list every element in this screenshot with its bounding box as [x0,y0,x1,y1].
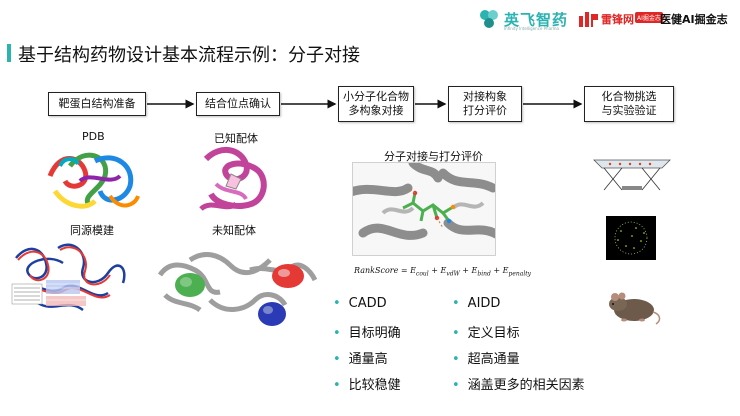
pdb-label: PDB [82,130,105,143]
bullet-text: 通量高 [348,352,388,367]
pdb-protein-image [47,152,140,209]
brand-name: 英飞智药 [504,11,569,29]
bullet-text: CADD [348,296,387,311]
flow-step-label: 化合物挑选 与实验验证 [601,90,657,117]
bullet-right-3: • 超高通量 [452,348,520,367]
formula-term-bind: bind [477,270,491,278]
bullet-right-1: • AIDD [452,296,500,311]
docking-structure-graphic [353,163,495,240]
bullet-text: 目标明确 [348,326,401,341]
bullet-text: AIDD [467,296,501,311]
rank-score-formula: RankScore = Ecoul + EvdW + Ebind + Epena… [354,266,532,278]
formula-term-coul: coul [415,270,429,278]
unknown-ligand-image [157,252,318,326]
leiphone-logo-icon [579,12,598,27]
flow-step-selection: 化合物挑选 与实验验证 [584,86,674,122]
docking-image [352,162,496,256]
docking-scoring-label: 分子对接与打分评价 [384,150,483,163]
bullet-left-1: • CADD [333,296,387,311]
formula-lhs: RankScore = E [354,266,416,275]
bullet-left-2: • 目标明确 [333,322,401,341]
fluorescence-dots [614,221,648,255]
brand-subtitle: Infinity Intelligence Pharma [504,26,559,31]
bullet-right-4: • 涵盖更多的相关因素 [452,374,585,393]
flow-step-binding-site: 结合位点确认 [196,92,280,116]
page-title: 基于结构药物设计基本流程示例：分子对接 [18,45,360,66]
infinity-logo-icon [480,10,498,28]
experiment-assay-image [593,159,671,191]
formula-term-penalty: penalty [508,270,532,278]
bullet-text: 涵盖更多的相关因素 [467,378,585,393]
bullet-dot: • [452,296,460,311]
bullet-dot: • [452,326,460,341]
mouse-image [609,292,661,325]
bullet-dot: • [452,378,460,393]
flow-arrows [147,99,583,109]
bullet-text: 超高通量 [467,352,520,367]
medical-ai-brand: 医健AI掘金志 [660,13,728,26]
homology-model-label: 同源模建 [70,224,114,237]
title-accent-bar [7,44,11,62]
bullet-text: 定义目标 [467,326,520,341]
bullet-right-2: • 定义目标 [452,322,520,341]
bullet-dot: • [333,326,341,341]
known-ligand-image [199,147,267,212]
leiphone-badge: AI掘金志 [635,12,663,23]
flow-step-docking: 小分子化合物 多构象对接 [338,86,414,122]
homology-model-image [11,243,126,312]
flow-step-label: 对接构象 打分评价 [463,90,507,117]
bullet-text: 比较稳健 [348,378,401,393]
bullet-dot: • [333,296,341,311]
flow-step-label: 结合位点确认 [205,97,271,110]
bullet-dot: • [333,378,341,393]
fluorescence-image [606,216,656,260]
flow-step-label: 靶蛋白结构准备 [58,97,136,110]
leiphone-name: 雷锋网 [601,13,634,26]
bullet-left-3: • 通量高 [333,348,388,367]
bullet-left-4: • 比较稳健 [333,374,401,393]
bullet-dot: • [452,352,460,367]
flow-step-scoring: 对接构象 打分评价 [448,86,522,122]
flow-step-target-prep: 靶蛋白结构准备 [48,92,146,116]
formula-term-vdw: vdW [446,270,460,278]
bullet-dot: • [333,352,341,367]
flow-step-label: 小分子化合物 多构象对接 [343,90,409,117]
unknown-ligand-label: 未知配体 [212,224,256,237]
known-ligand-label: 已知配体 [214,132,258,145]
